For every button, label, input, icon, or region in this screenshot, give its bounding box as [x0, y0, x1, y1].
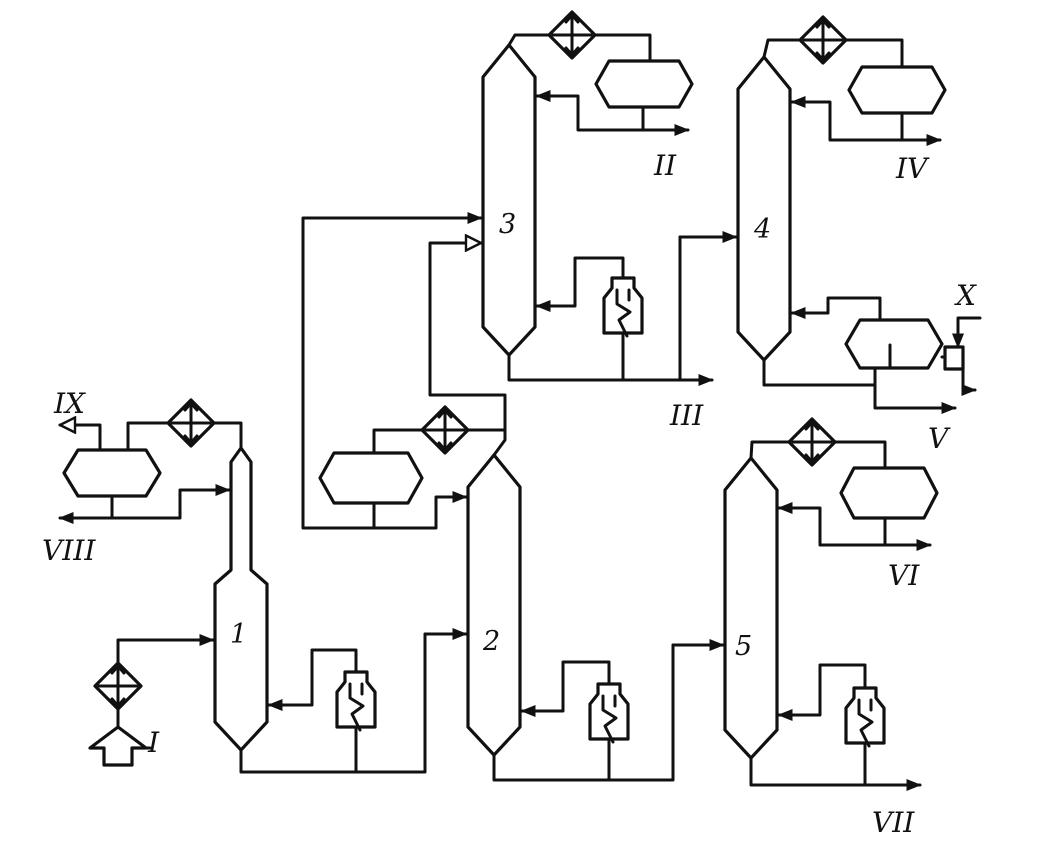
- column-4: 4: [736, 55, 792, 362]
- separator-4-bottom: [844, 318, 944, 370]
- stream-label-VIII: VIII: [42, 534, 96, 567]
- reboiler-1-icon: [335, 670, 377, 732]
- reboiler-2-icon: [588, 682, 630, 744]
- reflux-drum-4: [847, 65, 947, 115]
- stream-label-V: V: [928, 422, 951, 455]
- reflux-drum-3: [594, 59, 694, 109]
- column-3: 3: [481, 43, 537, 357]
- stream-label-VII: VII: [872, 806, 915, 839]
- stream-label-VI: VI: [888, 559, 920, 592]
- reflux-drum-1: [62, 448, 162, 498]
- column-5-number: 5: [735, 631, 752, 662]
- feed-pump-icon: [88, 725, 148, 767]
- valve-x-icon: [943, 345, 965, 371]
- feed-heat-exchanger-icon: [93, 661, 143, 711]
- reflux-drum-5: [839, 466, 939, 520]
- stream-label-II: II: [653, 149, 677, 182]
- column-5: 5: [723, 456, 779, 760]
- condenser-1-icon: [166, 398, 216, 448]
- condenser-5-icon: [787, 417, 837, 467]
- reboiler-5-icon: [844, 686, 886, 748]
- stream-label-IV: IV: [895, 152, 930, 185]
- column-2-number: 2: [482, 626, 500, 657]
- stream-label-X: X: [954, 279, 977, 312]
- reboiler-3-icon: [602, 276, 644, 338]
- column-1: 1: [213, 446, 269, 752]
- column-3-number: 3: [499, 209, 516, 240]
- pipelines: [58, 33, 982, 791]
- column-1-number: 1: [230, 619, 247, 650]
- stream-label-III: III: [669, 399, 704, 432]
- reflux-drum-2: [318, 451, 424, 505]
- column-4-number: 4: [753, 214, 771, 245]
- stream-label-IX: IX: [53, 387, 86, 420]
- condenser-4-icon: [798, 15, 848, 65]
- condenser-2-icon: [420, 405, 470, 455]
- column-2: 2: [466, 453, 522, 757]
- stream-label-I: I: [147, 726, 160, 759]
- condenser-3-icon: [547, 10, 597, 60]
